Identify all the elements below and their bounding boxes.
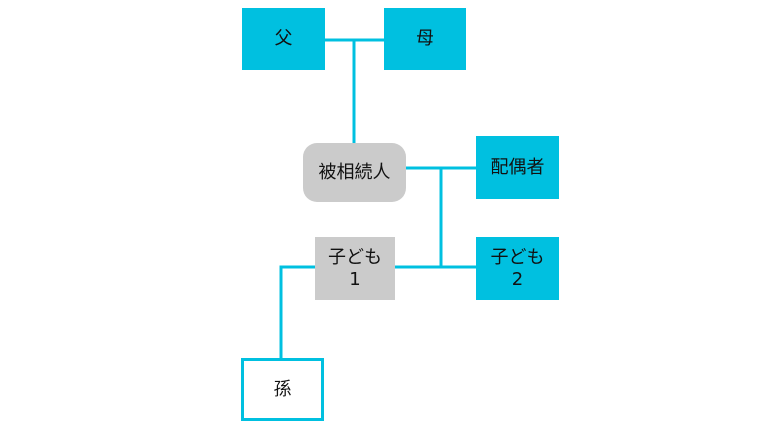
child1-node: 子ども 1 bbox=[315, 237, 395, 300]
father-node: 父 bbox=[242, 8, 325, 70]
grandchild-label: 孫 bbox=[273, 378, 292, 400]
spouse-node: 配偶者 bbox=[476, 136, 559, 199]
grandchild-node: 孫 bbox=[241, 358, 324, 421]
child1-label: 子ども 1 bbox=[328, 246, 382, 290]
child2-node: 子ども 2 bbox=[476, 237, 559, 300]
mother-label: 母 bbox=[416, 28, 434, 49]
decedent-label: 被相続人 bbox=[318, 161, 391, 183]
decedent-node: 被相続人 bbox=[303, 143, 406, 202]
mother-node: 母 bbox=[384, 8, 466, 70]
spouse-label: 配偶者 bbox=[490, 156, 545, 178]
father-label: 父 bbox=[274, 28, 293, 49]
child2-label: 子ども 2 bbox=[490, 246, 545, 290]
